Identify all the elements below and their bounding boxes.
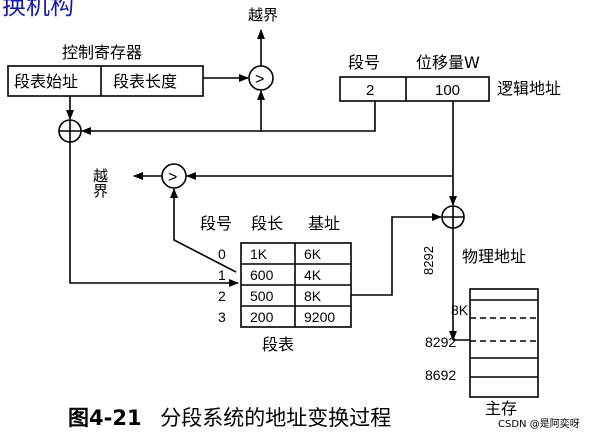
adder-left [58,119,82,143]
physical-address-value: 8292 [421,246,436,275]
seg-table-header-base: 基址 [308,214,340,233]
control-register: 段表始址 段表长度 [7,65,204,97]
comparator-top: > [248,65,274,91]
logical-seg-header: 段号 [348,53,380,72]
logical-seg-value: 2 [366,82,374,99]
figure-caption: 图4-21 分段系统的地址变换过程 [68,406,391,430]
logical-address-label: 逻辑地址 [497,79,561,98]
seg-table-length-cell: 500 [250,288,274,304]
watermark: CSDN @是阿奕呀 [498,417,580,430]
svg-text:>: > [168,169,177,186]
memory-marker-8292: 8292 [425,334,456,350]
connection-lines [66,29,470,341]
segment-table-headers: 段号 段长 基址 [200,214,340,233]
seg-table-length-cell: 600 [250,267,274,283]
overflow-label-top: 越界 [248,6,278,24]
seg-table-header-length: 段长 [251,214,283,233]
seg-table-seg-number: 2 [218,288,226,304]
svg-text:>: > [255,71,264,88]
comparator-middle: > [161,163,187,189]
seg-table-header-seg: 段号 [200,214,232,233]
adder-right [441,205,465,229]
seg-table-base-cell: 4K [304,267,322,283]
seg-table-length-cell: 1K [250,246,268,262]
seg-table-seg-number: 3 [218,309,226,325]
memory-marker-8k: 8K [451,302,469,318]
seg-table-base-cell: 9200 [304,309,335,325]
seg-table-seg-number: 0 [218,246,226,262]
segment-table-caption: 段表 [262,335,294,354]
seg-table-base-cell: 8K [304,288,322,304]
figure-number: 图4-21 [68,406,142,430]
segment-table-length-cell: 段表长度 [113,72,177,91]
logical-offset-value: 100 [435,82,460,99]
heading-fragment: 换机构 [2,0,74,20]
overflow-label-side: 越界 [91,168,109,198]
seg-table-base-cell: 6K [304,246,322,262]
physical-address-label: 物理地址 [462,247,526,266]
segment-table [240,242,352,328]
main-memory [469,288,539,398]
figure-title: 分段系统的地址变换过程 [160,406,391,430]
control-register-title: 控制寄存器 [62,43,142,62]
segment-table-start-cell: 段表始址 [14,72,78,91]
memory-marker-8692: 8692 [425,367,456,383]
seg-table-length-cell: 200 [250,309,274,325]
main-memory-label: 主存 [485,399,517,418]
seg-table-seg-number: 1 [218,267,226,283]
logical-offset-header: 位移量W [416,53,480,72]
logical-address-register: 2 100 [339,76,490,102]
